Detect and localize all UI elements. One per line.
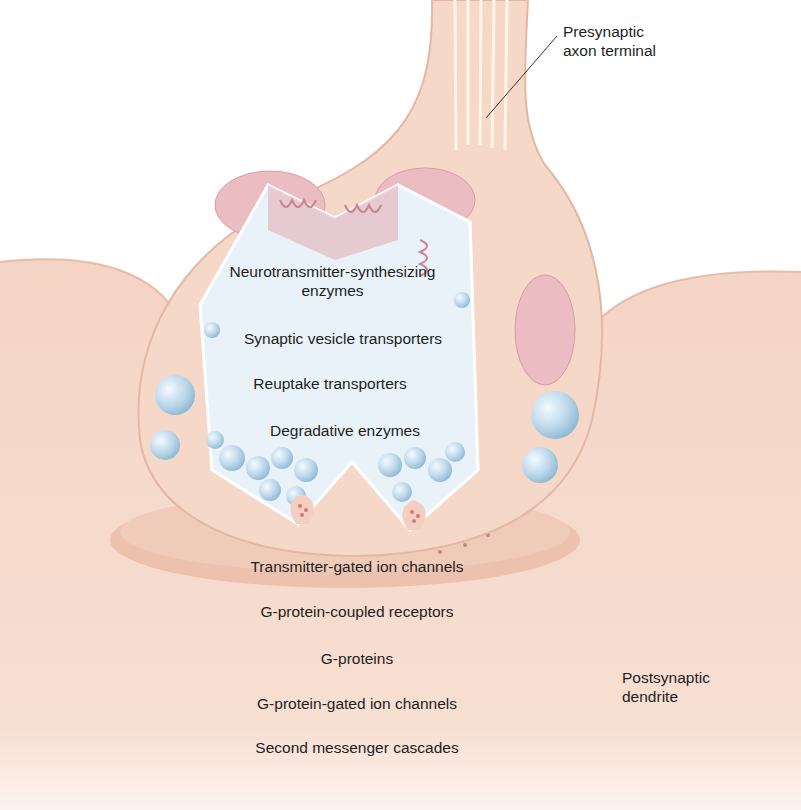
part-label: G-protein-coupled receptors <box>202 602 512 621</box>
leader-line <box>486 36 557 118</box>
part-label: G-proteins <box>202 649 512 668</box>
part-label: G-protein-gated ion channels <box>202 694 512 713</box>
part-label: Second messenger cascades <box>202 738 512 757</box>
part-label: Reuptake transporters <box>190 374 470 393</box>
part-label: Transmitter-gated ion channels <box>202 557 512 576</box>
part-label: Neurotransmitter-synthesizing enzymes <box>210 262 455 300</box>
part-label: Presynaptic axon terminal <box>563 22 673 60</box>
part-label: Postsynaptic dendrite <box>622 668 747 706</box>
part-label: Synaptic vesicle transporters <box>203 329 483 348</box>
part-label: Degradative enzymes <box>205 421 485 440</box>
